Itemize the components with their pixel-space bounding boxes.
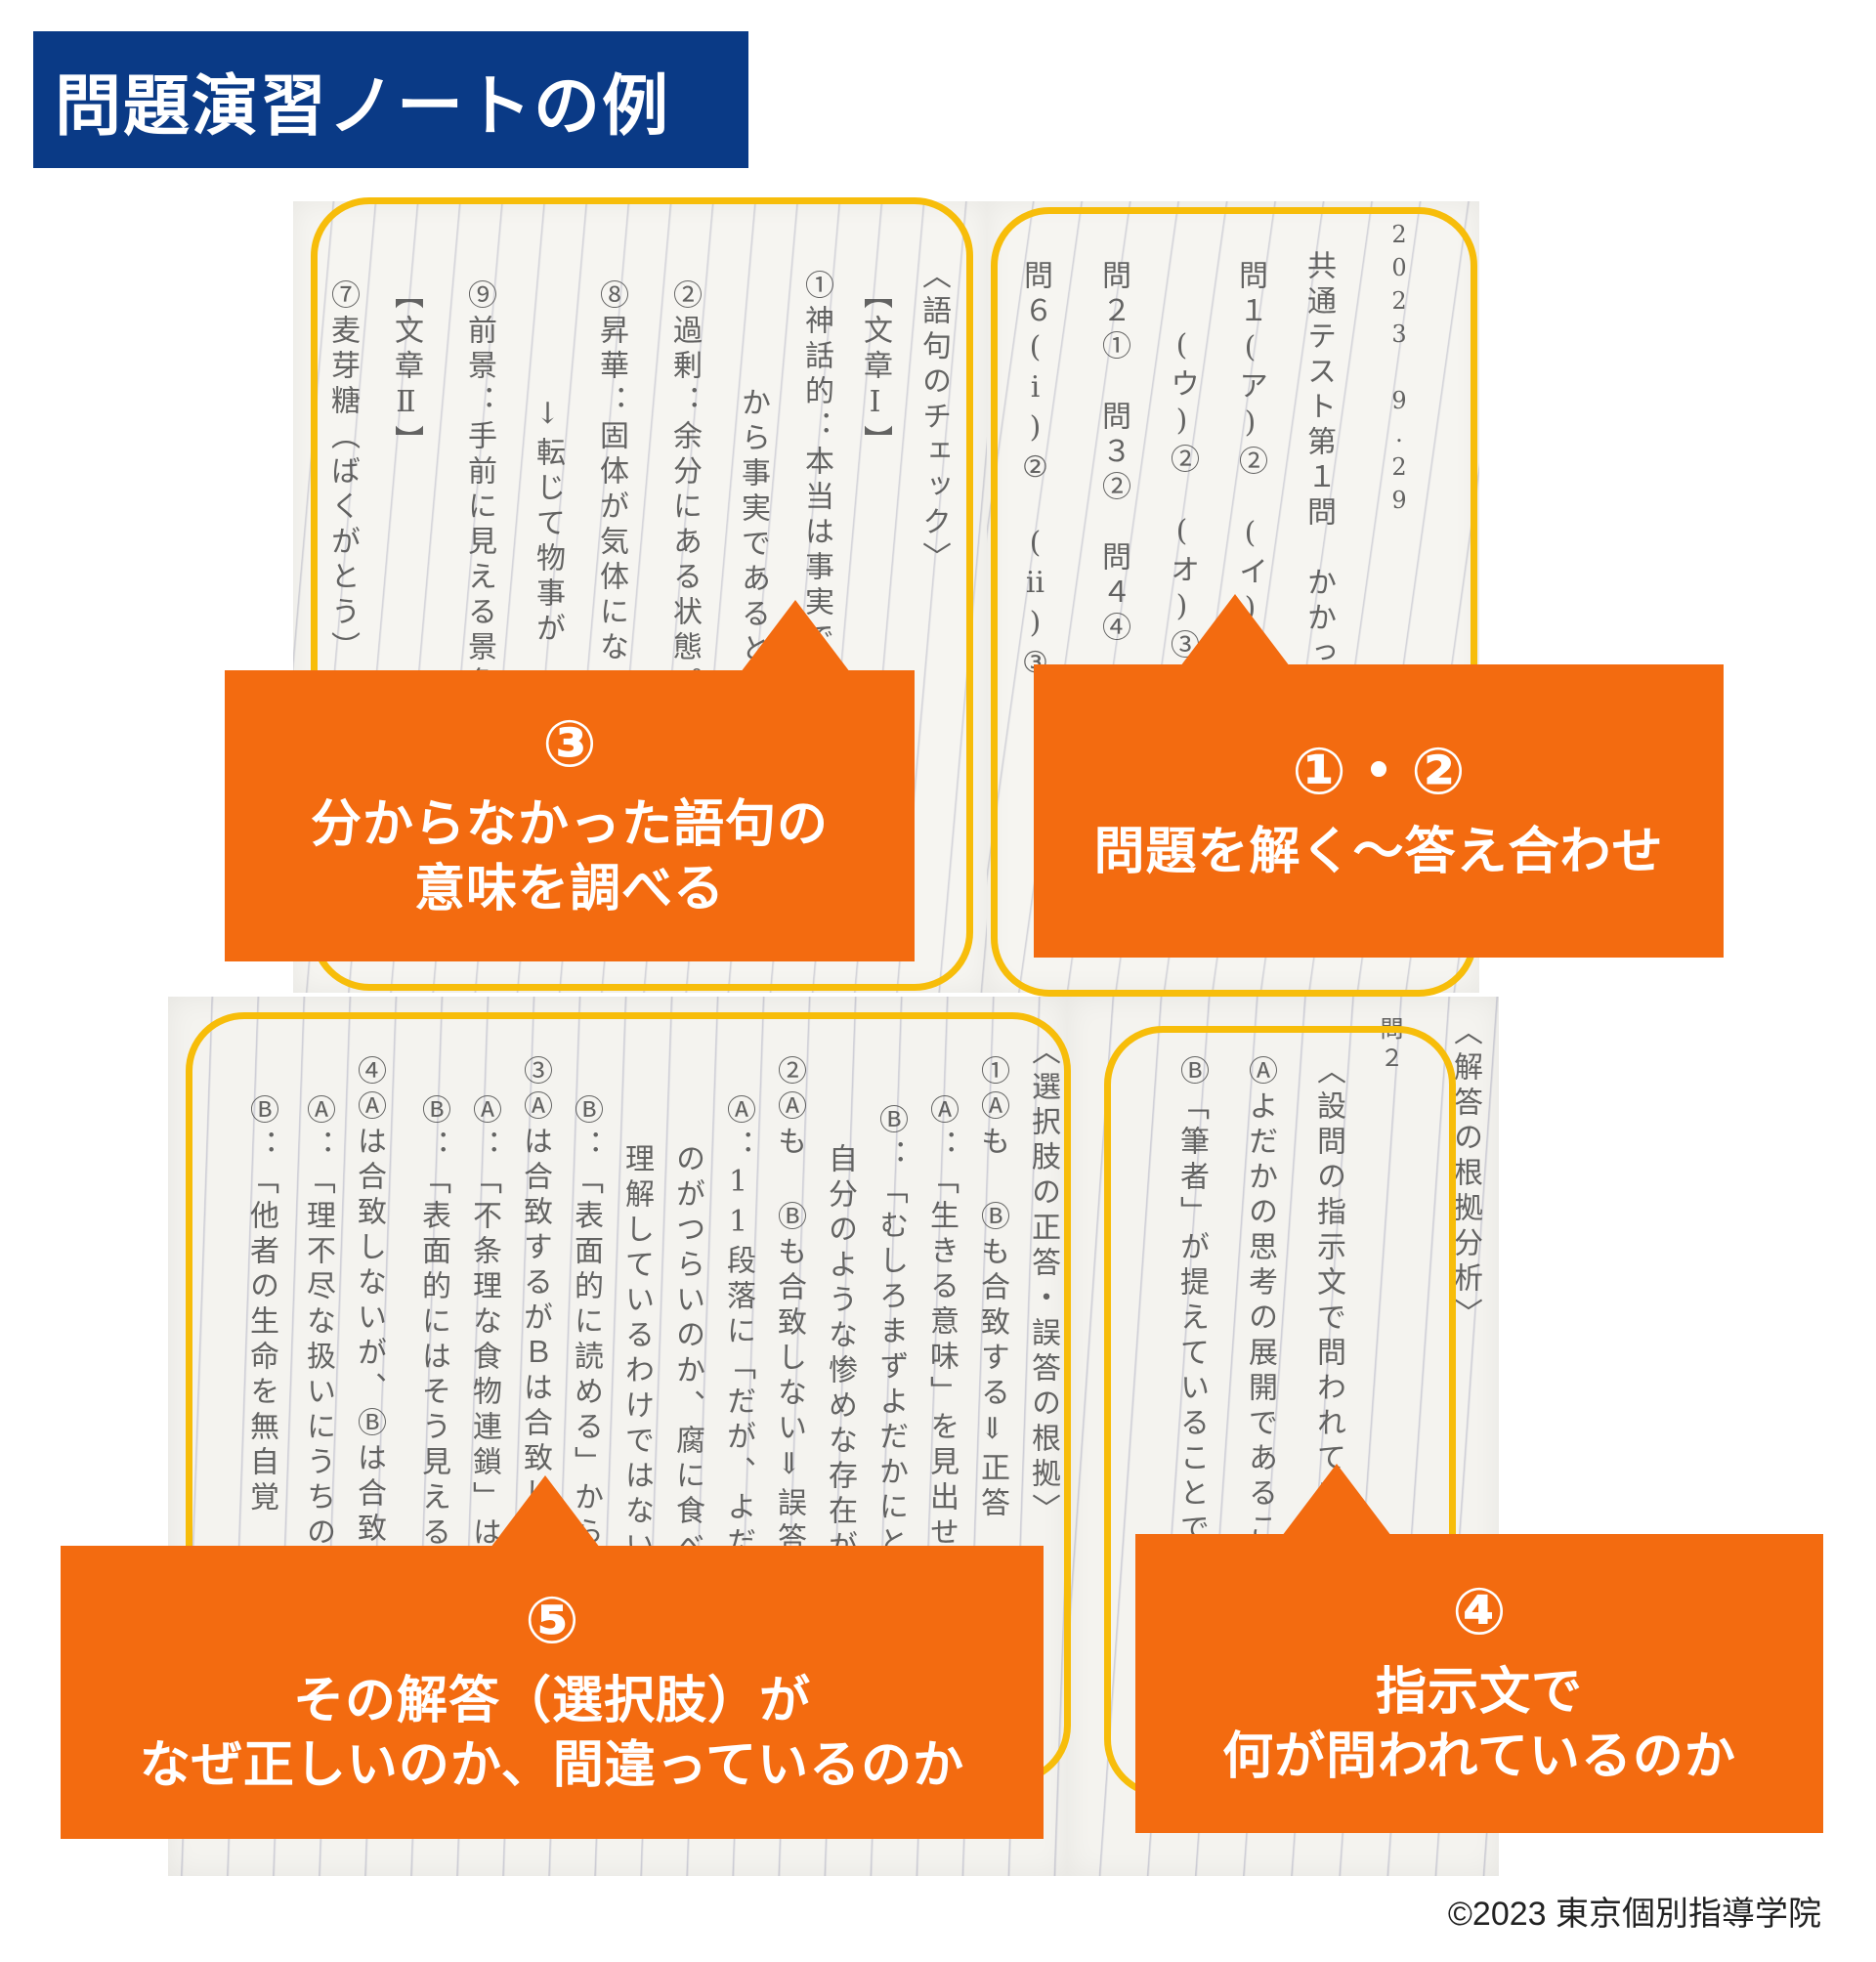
page-title: 問題演習ノートの例 (55, 67, 671, 146)
copyright-notice: ©2023 東京個別指導学院 (1447, 1896, 1821, 1933)
callout-text: 指示文で (1375, 1662, 1583, 1722)
hw-line: ②Ⓐも Ⓑも合致しない⇓誤答 (772, 1055, 806, 1557)
page-title-banner: 問題演習ノートの例 (33, 31, 748, 168)
hw-date: 2023 9.29 (1386, 221, 1413, 520)
hw-line: 【文章Ⅰ】 (858, 279, 892, 460)
callout-step5: ⑤ その解答（選択肢）が なぜ正しいのか、間違っているのか (61, 1475, 1044, 1839)
callout-number: ①・② (1292, 734, 1466, 810)
hw-line: Ⓑ：「表面的にはそう見える」と (416, 1094, 450, 1622)
hw-line: のがつらいのか、腐に食べ (670, 1143, 704, 1565)
highlight-frame-vocab (311, 197, 973, 991)
callout-text: その解答（選択肢）が (292, 1671, 811, 1730)
hw-line: Ⓐよだかの思考の展開であること (1243, 1055, 1277, 1583)
hw-line: 【文章Ⅱ】 (389, 279, 423, 460)
hw-line: Ⓑ：「他者の生命を無自覚 (244, 1094, 278, 1516)
hw-line: ⑦麦芽糖（ばくがとう） (325, 279, 360, 666)
callout-text: 意味を調べる (413, 860, 725, 919)
hw-line: Ⓐ：11段落に「だが、よだかは (721, 1094, 755, 1632)
callout-text: 何が問われているのか (1222, 1727, 1736, 1787)
hw-line: Ⓐ：「生きる意味」を見出せない (924, 1094, 959, 1622)
callout-step3: ③ 分からなかった語句の 意味を調べる (225, 600, 915, 961)
callout-pointer (1180, 594, 1290, 666)
hw-line: ④Ⓐは合致しないが、Ⓑは合致 (352, 1055, 386, 1548)
hw-line: ⑨前景：手前に見える景色 (462, 279, 496, 702)
callout-text: 分からなかった語句の (310, 794, 829, 854)
hw-line: 共通テスト第１問 かかった時 (1301, 250, 1336, 743)
callout-text: なぜ正しいのか、間違っているのか (139, 1736, 965, 1796)
highlight-frame-answers (991, 207, 1477, 997)
callout-pointer (490, 1475, 600, 1548)
callout-step4: ④ 指示文で 何が問われているのか (1135, 1464, 1823, 1833)
hw-line: ③Ⓐは合致するがＢは合致し (518, 1055, 552, 1513)
hw-line: ↓転じて物事が (531, 397, 565, 648)
hw-line: 問２① 問３② 問４④ (1096, 260, 1130, 647)
hw-line: 〈選択肢の正答・誤答の根拠〉 (1026, 1036, 1060, 1528)
hw-line: 〈語句のチェック〉 (917, 260, 951, 576)
hw-line: 自分のような惨めな存在が (823, 1143, 857, 1565)
hw-line: 理解しているわけではない。 (619, 1143, 654, 1600)
callout-number: ⑤ (525, 1583, 579, 1659)
callout-pointer (741, 600, 850, 672)
callout-step12: ①・② 問題を解く～答え合わせ (1034, 594, 1724, 958)
hw-line: ②過剰：余分にある状態。 (667, 279, 702, 702)
callout-text: 問題を解く～答え合わせ (1093, 823, 1664, 882)
callout-number: ④ (1452, 1574, 1507, 1650)
callout-number: ③ (542, 706, 597, 783)
callout-pointer (1282, 1464, 1391, 1536)
hw-line: ①Ⓐも Ⓑも合致する⇓正答 (975, 1055, 1009, 1522)
hw-line: 問６(ⅰ)② (ⅱ)③ (1018, 260, 1052, 686)
hw-line: Ⓐ：「理不尽な扱いにうちの (301, 1094, 335, 1552)
